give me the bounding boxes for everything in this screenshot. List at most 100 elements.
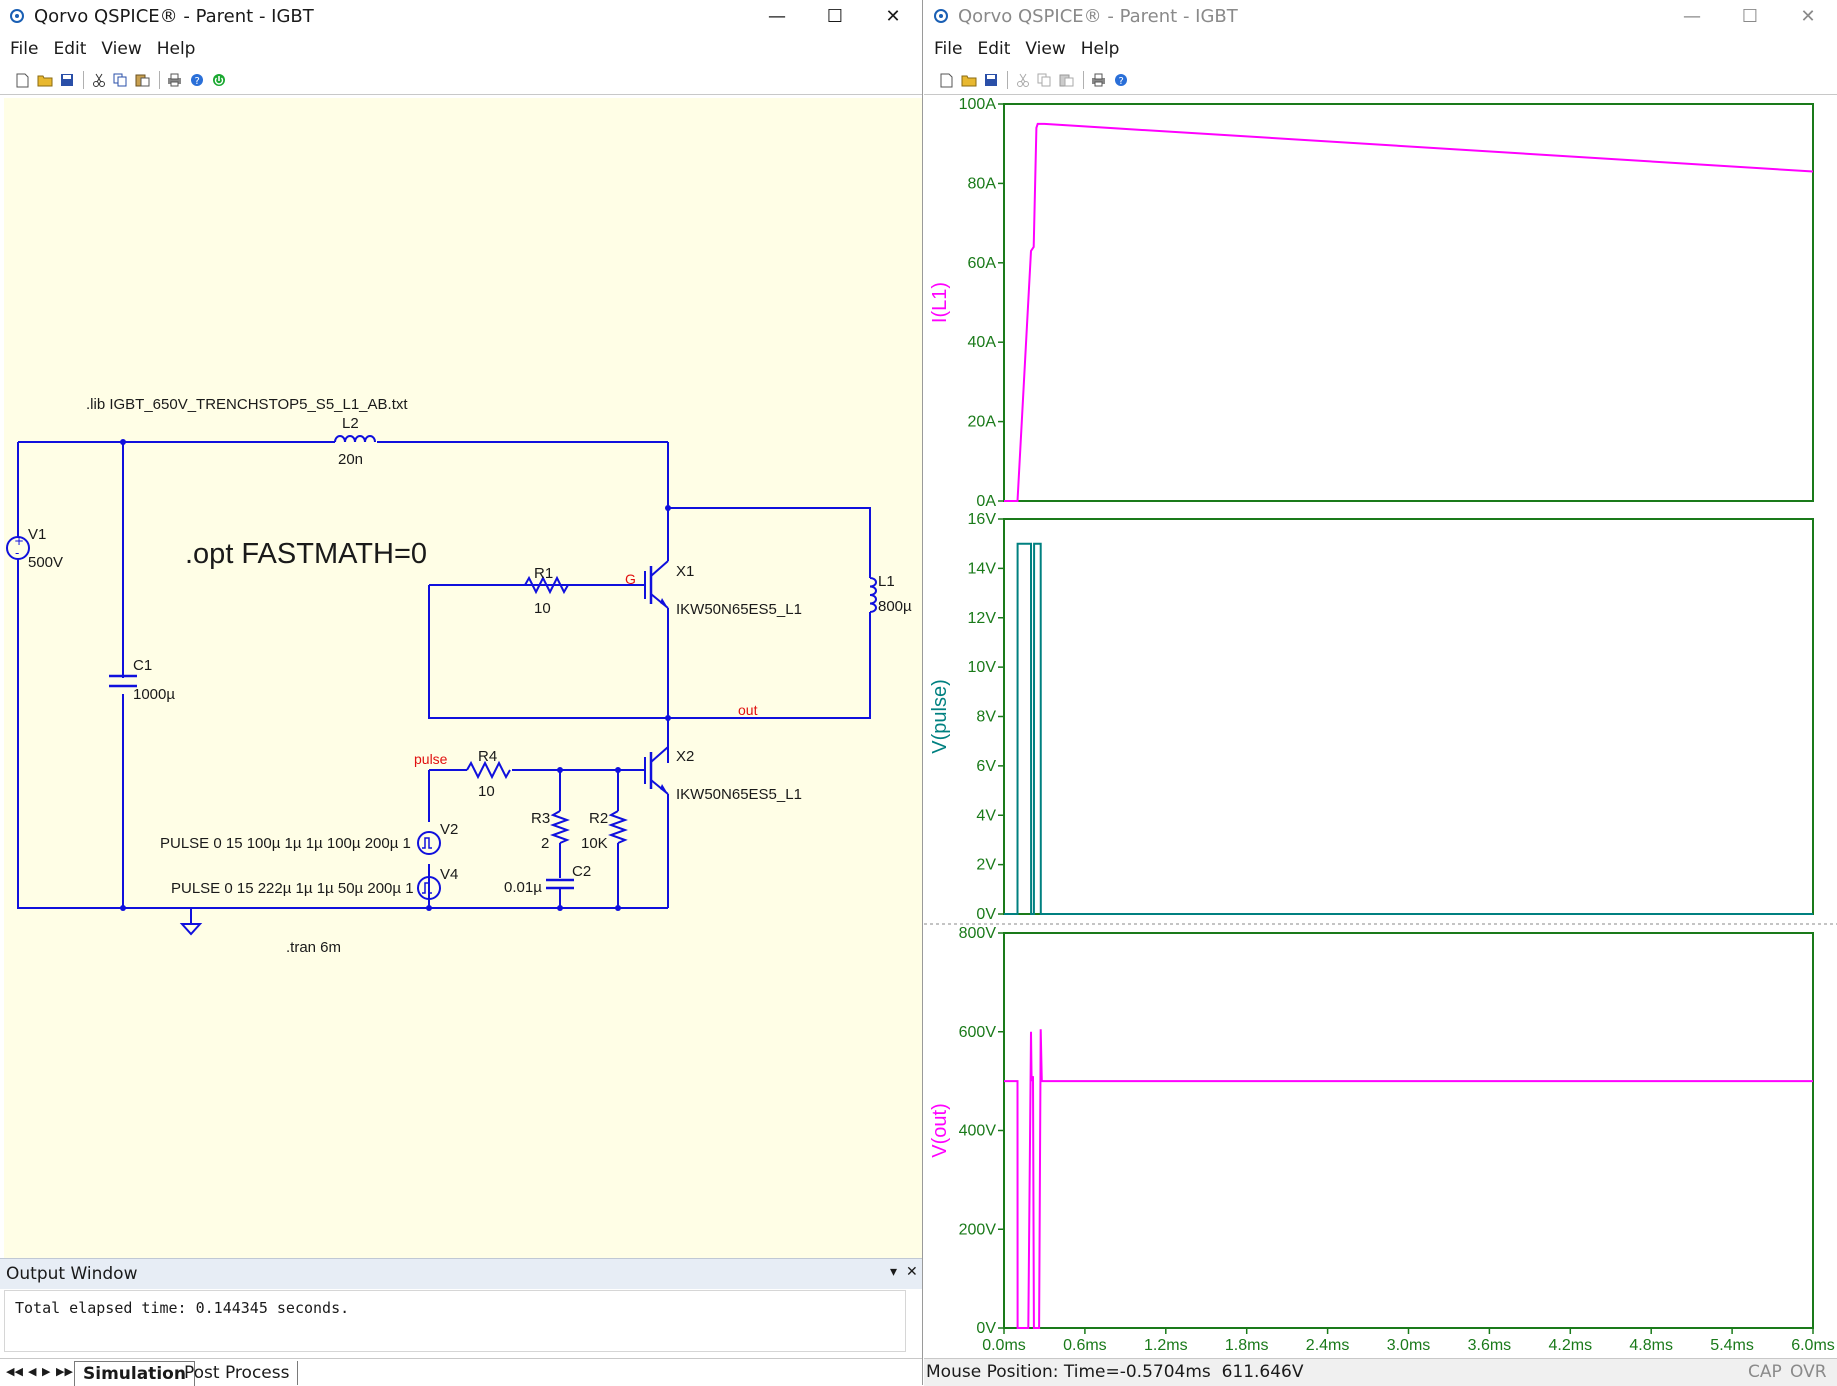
V1-value: 500V — [28, 554, 63, 571]
cut-icon[interactable] — [1014, 72, 1031, 88]
y-tick-label: 2V — [976, 857, 996, 874]
menu-edit[interactable]: Edit — [53, 39, 87, 59]
minimize-button[interactable]: — — [748, 0, 806, 32]
R2-value: 10K — [581, 835, 608, 852]
open-folder-icon[interactable] — [960, 72, 977, 88]
resistor-R2[interactable]: R2 10K — [581, 810, 628, 852]
menu-help[interactable]: Help — [1080, 39, 1120, 59]
maximize-button[interactable]: ☐ — [1721, 0, 1779, 32]
print-icon[interactable] — [166, 72, 183, 88]
opt-directive[interactable]: .opt FASTMATH=0 — [185, 538, 427, 570]
y-tick-label: 40A — [968, 334, 997, 351]
L1-name: L1 — [878, 573, 895, 590]
igbt-X2[interactable]: X2 IKW50N65ES5_L1 — [644, 718, 802, 808]
dropdown-arrow-icon[interactable]: ▾ — [890, 1264, 898, 1280]
C2-value: 0.01µ — [504, 879, 542, 896]
lib-directive[interactable]: .lib IGBT_650V_TRENCHSTOP5_S5_L1_AB.txt — [86, 396, 408, 413]
save-icon[interactable] — [982, 72, 999, 88]
net-label-out: out — [738, 702, 758, 718]
menu-view[interactable]: View — [1025, 39, 1066, 59]
title-bar[interactable]: Qorvo QSPICE® - Parent - IGBT — ☐ ✕ — [0, 0, 922, 32]
voltage-source-V1[interactable]: + - V1 500V — [6, 526, 63, 571]
tab-post-process[interactable]: Post Process — [176, 1361, 299, 1385]
sheet-tab-bar: ◀◀ ◀ ▶ ▶▶ Simulation Post Process — [0, 1358, 922, 1386]
pulse-source-V2[interactable]: V2 PULSE 0 15 100µ 1µ 1µ 100µ 200µ 1 — [160, 821, 458, 855]
maximize-button[interactable]: ☐ — [806, 0, 864, 32]
resistor-R4[interactable]: R4 10 — [466, 748, 511, 800]
y-tick-label: 6V — [976, 758, 996, 775]
print-icon[interactable] — [1090, 72, 1107, 88]
next-tab-icon[interactable]: ▶ — [42, 1365, 51, 1378]
tran-directive[interactable]: .tran 6m — [286, 939, 341, 956]
svg-text:+: + — [14, 534, 24, 548]
schematic-canvas[interactable]: L2 20n + - V1 500V C1 1000µ .opt FASTMAT… — [4, 98, 922, 1258]
menu-help[interactable]: Help — [156, 39, 196, 59]
copy-icon[interactable] — [112, 72, 129, 88]
menu-file[interactable]: File — [934, 39, 963, 59]
menu-view[interactable]: View — [101, 39, 142, 59]
x-tick-label: 6.0ms — [1791, 1337, 1835, 1354]
close-icon[interactable]: ✕ — [906, 1264, 918, 1280]
inductor-L2[interactable]: L2 20n — [334, 415, 376, 468]
caps-lock-indicator: CAP — [1748, 1362, 1782, 1382]
open-folder-icon[interactable] — [36, 72, 53, 88]
x-tick-label: 5.4ms — [1710, 1337, 1754, 1354]
C1-name: C1 — [133, 657, 152, 674]
paste-icon[interactable] — [1058, 72, 1075, 88]
trace-il1[interactable] — [1004, 122, 1814, 502]
help-icon[interactable]: ? — [1112, 72, 1129, 88]
capacitor-C2[interactable]: C2 0.01µ — [504, 863, 591, 896]
menu-edit[interactable]: Edit — [977, 39, 1011, 59]
first-tab-icon[interactable]: ◀◀ — [6, 1365, 23, 1378]
resistor-R3[interactable]: R3 2 — [531, 810, 570, 852]
X1-model: IKW50N65ES5_L1 — [676, 601, 802, 618]
capacitor-C1[interactable]: C1 1000µ — [109, 657, 175, 703]
output-window: Output Window ▾ ✕ Total elapsed time: 0.… — [0, 1258, 922, 1356]
paste-icon[interactable] — [134, 72, 151, 88]
resistor-R1[interactable]: R1 10 — [524, 565, 569, 617]
window-title: Qorvo QSPICE® - Parent - IGBT — [34, 6, 314, 27]
plot-frame — [1003, 518, 1814, 915]
y-tick-label: 20A — [968, 414, 997, 431]
y-tick-label: 800V — [959, 925, 997, 942]
run-icon[interactable] — [210, 72, 227, 88]
window-title: Qorvo QSPICE® - Parent - IGBT — [958, 6, 1238, 27]
close-button[interactable]: ✕ — [1779, 0, 1837, 32]
inductor-L1[interactable]: L1 800µ — [869, 573, 912, 615]
schematic-window: Qorvo QSPICE® - Parent - IGBT — ☐ ✕ File… — [0, 0, 923, 1386]
help-icon[interactable]: ? — [188, 72, 205, 88]
prev-tab-icon[interactable]: ◀ — [28, 1365, 37, 1378]
igbt-X1[interactable]: X1 IKW50N65ES5_L1 — [644, 560, 802, 618]
mouse-position-readout: Mouse Position: Time=-0.5704ms 611.646V — [926, 1362, 1304, 1382]
output-text-area[interactable]: Total elapsed time: 0.144345 seconds. — [4, 1290, 906, 1352]
minimize-button[interactable]: — — [1663, 0, 1721, 32]
output-window-titlebar[interactable]: Output Window ▾ ✕ — [0, 1258, 922, 1289]
waveform-plots[interactable]: 0A20A40A60A80A100AI(L1)0V2V4V6V8V10V12V1… — [924, 96, 1837, 1358]
plot-frame — [1003, 932, 1814, 1329]
last-tab-icon[interactable]: ▶▶ — [56, 1365, 73, 1378]
copy-icon[interactable] — [1036, 72, 1053, 88]
menu-file[interactable]: File — [10, 39, 39, 59]
R2-name: R2 — [589, 810, 608, 827]
tab-simulation[interactable]: Simulation — [74, 1361, 195, 1386]
C1-value: 1000µ — [133, 686, 175, 703]
new-file-icon[interactable] — [938, 72, 955, 88]
title-bar[interactable]: Qorvo QSPICE® - Parent - IGBT — ☐ ✕ — [924, 0, 1837, 32]
x-tick-label: 1.2ms — [1144, 1337, 1188, 1354]
trace-vpulse[interactable] — [1004, 542, 1813, 915]
cut-icon[interactable] — [90, 72, 107, 88]
V2-value: PULSE 0 15 100µ 1µ 1µ 100µ 200µ 1 — [160, 835, 411, 852]
pulse-source-V4[interactable]: V4 PULSE 0 15 222µ 1µ 1µ 50µ 200µ 1 — [171, 866, 458, 900]
close-button[interactable]: ✕ — [864, 0, 922, 32]
new-file-icon[interactable] — [14, 72, 31, 88]
y-tick-label: 400V — [959, 1123, 997, 1140]
trace-vout[interactable] — [1004, 1029, 1813, 1329]
x-tick-label: 0.0ms — [982, 1337, 1026, 1354]
ground-symbol[interactable] — [179, 908, 203, 936]
V2-name: V2 — [440, 821, 458, 838]
save-icon[interactable] — [58, 72, 75, 88]
